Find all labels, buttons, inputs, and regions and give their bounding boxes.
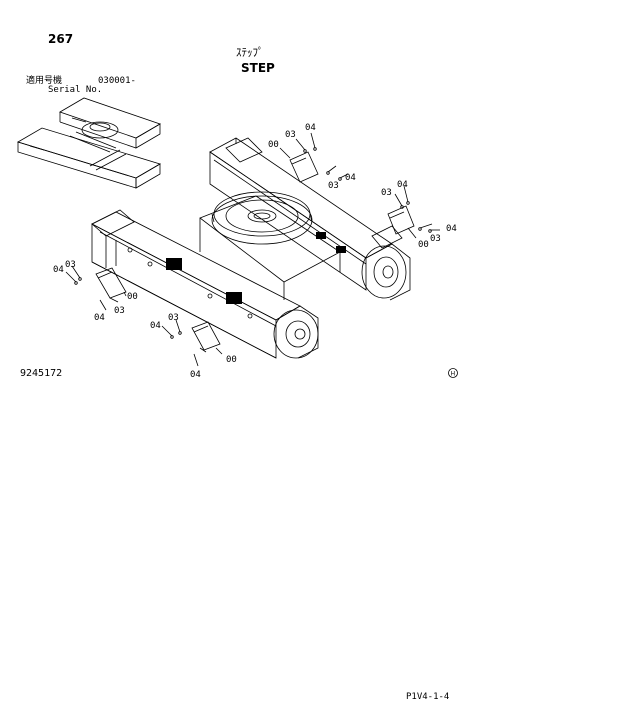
callout-label: 04 [397, 180, 408, 190]
callout-label: 03 [65, 260, 76, 270]
figure-number: 9245172 [20, 368, 63, 379]
leader-lines [65, 132, 440, 367]
callout-label: 03 [381, 188, 392, 198]
watermark-seal: H [448, 368, 458, 378]
inset-undercarriage-view [17, 97, 161, 189]
serial-value: 030001- [98, 76, 136, 86]
callout-label: 04 [305, 123, 316, 133]
serial-label-japanese: 適用号機 [26, 76, 63, 86]
callout-label: 03 [168, 313, 179, 323]
page-title: STEP [241, 61, 275, 75]
step-plates [95, 151, 415, 351]
watermark-letter: H [451, 370, 456, 377]
callout-label: 04 [94, 313, 105, 323]
callout-label: 00 [226, 355, 237, 365]
track-frame-main-view [91, 137, 411, 359]
page-number: 267 [48, 32, 74, 46]
callout-label: 00 [268, 140, 279, 150]
callout-label: 03 [430, 234, 441, 244]
callout-label: 04 [190, 370, 201, 380]
callout-label: 03 [114, 306, 125, 316]
callout-label: 00 [418, 240, 429, 250]
footer-code: P1V4-1-4 [406, 692, 450, 702]
callout-label: 04 [446, 224, 457, 234]
callout-label: 03 [285, 130, 296, 140]
callout-label: 03 [328, 181, 339, 191]
callout-label: 04 [150, 321, 161, 331]
serial-label: Serial No. [48, 85, 103, 95]
callout-label: 04 [53, 265, 64, 275]
callout-label: 00 [127, 292, 138, 302]
callout-label: 04 [345, 173, 356, 183]
callout-labels: 03 04 00 03 04 03 04 00 03 04 04 03 00 0… [53, 123, 457, 380]
page-title-japanese: ｽﾃｯﾌﾟ [236, 46, 264, 59]
